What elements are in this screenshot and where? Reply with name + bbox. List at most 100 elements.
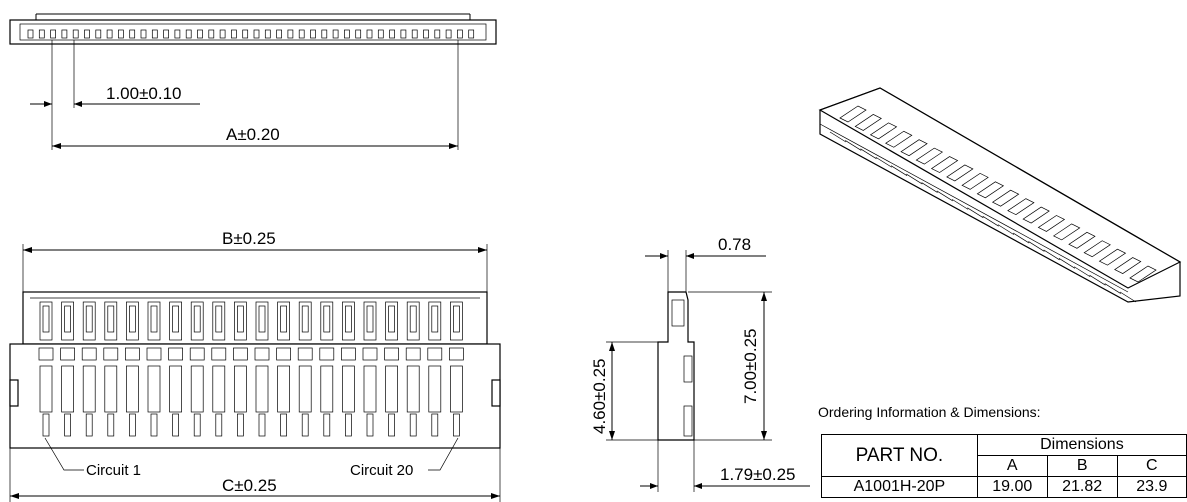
iso-contact-rib [915, 147, 944, 165]
iso-contact-rib [1083, 240, 1111, 258]
iso-lower-rib [921, 182, 938, 193]
top-view-tooth [389, 29, 395, 39]
lower-contact-tail [215, 413, 223, 437]
iso-contact-rib [961, 172, 989, 190]
top-view-tooth [377, 29, 384, 39]
upper-contact [85, 305, 93, 333]
iso-contact-rib [839, 105, 867, 123]
top-view-tooth [231, 29, 237, 39]
lower-contact-slot [385, 365, 398, 413]
upper-contact [453, 305, 460, 333]
lower-contact-slot [320, 365, 334, 413]
ordering-title: Ordering Information & Dimensions: [818, 404, 1041, 420]
top-view-tooth [219, 29, 226, 39]
foot-dimension: 1.79±0.25 [720, 465, 796, 484]
upper-contact-slot [234, 301, 247, 341]
ordering-table: PART NO. Dimensions A B C A1001H-20P 19.… [821, 434, 1187, 498]
contact-window [449, 347, 464, 361]
lower-contact-tail [150, 413, 158, 437]
iso-lower-rib [1012, 232, 1030, 244]
contact-window [362, 347, 378, 361]
part-no-header: PART NO. [821, 434, 978, 477]
contact-window [233, 347, 248, 361]
iso-lower-rib [906, 173, 923, 185]
top-view-tooth [344, 29, 350, 39]
upper-contact-slot [104, 301, 118, 341]
lower-contact-slot [342, 365, 355, 413]
lower-contact-slot [298, 365, 312, 413]
iso-lower-rib [1104, 283, 1121, 294]
upper-contact [193, 305, 201, 333]
iso-lower-rib [1043, 249, 1060, 261]
top-view-tooth [366, 29, 373, 39]
iso-lower-rib [951, 199, 969, 210]
iso-contact-rib [991, 189, 1020, 207]
c-dimension: C±0.25 [222, 476, 277, 495]
iso-lower-rib [997, 224, 1015, 235]
dimensions-header: Dimensions [976, 434, 1187, 456]
upper-contact [129, 305, 136, 333]
lower-contact-slot [82, 365, 96, 413]
iso-lower-rib [1119, 291, 1137, 303]
iso-lower-rib [936, 190, 954, 202]
lower-contact-tail [366, 413, 374, 437]
upper-contact [172, 305, 179, 333]
front-view-lower-housing [9, 343, 501, 449]
upper-contact [215, 305, 223, 333]
top-view-tooth [310, 29, 316, 39]
lower-contact-tail [431, 413, 439, 437]
contact-window [38, 347, 54, 361]
contact-window [103, 347, 119, 361]
top-view-tooth [129, 29, 136, 39]
top-view-tooth [38, 29, 45, 39]
iso-lower-rib [982, 215, 999, 227]
lower-contact-tail [129, 413, 136, 437]
contact-window [125, 347, 140, 361]
column-a-header: A [976, 455, 1048, 477]
upper-contact [258, 305, 266, 333]
iso-contact-rib [1052, 223, 1081, 241]
lower-contact-tail [64, 413, 71, 437]
upper-contact [323, 305, 331, 333]
lower-contact-slot [126, 365, 139, 413]
iso-lower-rib [860, 148, 877, 160]
contact-window [341, 347, 356, 361]
top-view-tooth [321, 29, 328, 39]
top-view-tooth [95, 29, 102, 39]
lower-contact-tail [301, 413, 309, 437]
upper-contact-slot [320, 301, 334, 341]
lower-contact-slot [190, 365, 204, 413]
table-row: A1001H-20P 19.00 21.82 23.9 [821, 476, 1187, 498]
lower-contact-slot [234, 365, 247, 413]
top-view-tooth [72, 29, 79, 39]
iso-contact-rib [1007, 198, 1035, 216]
lower-contact-tail [280, 413, 287, 437]
dim-c-cell: 23.9 [1116, 476, 1187, 498]
lower-contact-tail [345, 413, 352, 437]
top-view-tooth [151, 29, 158, 39]
upper-contact-slot [39, 301, 53, 341]
top-view-tooth [264, 29, 271, 39]
iso-lower-rib [967, 207, 984, 219]
upper-contact-slot [406, 301, 420, 341]
a-dimension: A±0.20 [226, 125, 280, 144]
contact-window [384, 347, 399, 361]
top-view-tooth [61, 29, 68, 39]
iso-contact-rib [869, 122, 898, 140]
contact-window [405, 347, 421, 361]
lower-contact-slot [406, 365, 420, 413]
lower-contact-slot [147, 365, 161, 413]
upper-contact-slot [255, 301, 269, 341]
iso-lower-rib [1058, 258, 1076, 269]
iso-contact-rib [1022, 206, 1050, 224]
contact-window [319, 347, 335, 361]
iso-lower-rib [1028, 241, 1045, 252]
lower-contact-slot [428, 365, 442, 413]
iso-contact-rib [946, 164, 974, 182]
pitch-dimension: 1.00±0.10 [106, 84, 182, 103]
iso-contact-rib [885, 130, 913, 148]
lower-contact-slot [39, 365, 53, 413]
top-view-tooth [174, 29, 181, 39]
contact-window [60, 347, 75, 361]
